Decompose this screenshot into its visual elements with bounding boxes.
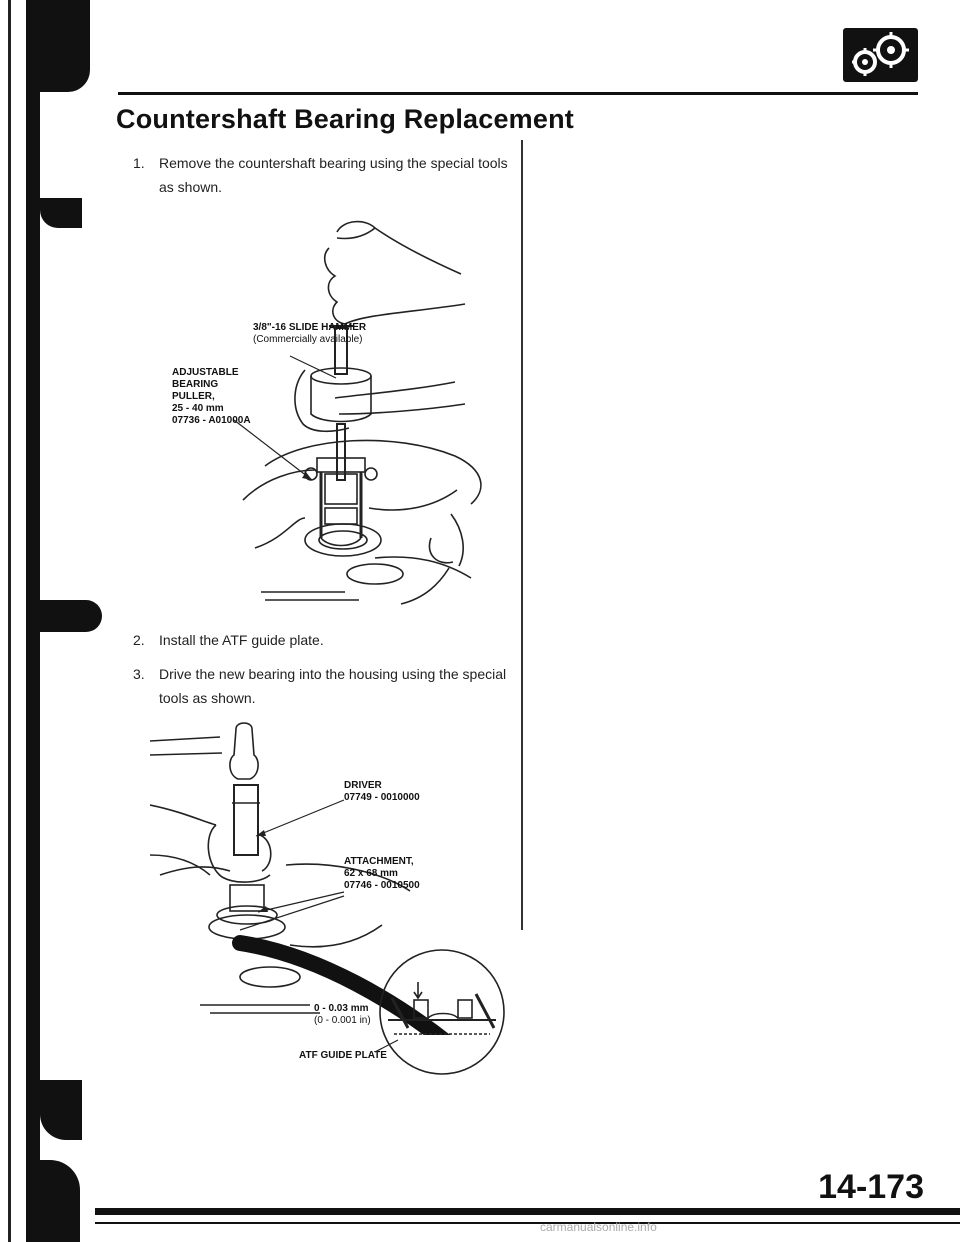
column-rule [521, 140, 523, 930]
attachment-label: ATTACHMENT, 62 x 68 mm 07746 - 0010500 [344, 856, 420, 892]
footer-rule-thin [95, 1222, 960, 1224]
page-title: Countershaft Bearing Replacement [116, 104, 574, 134]
spine-notch [40, 198, 82, 228]
attachment-size: 62 x 68 mm [344, 868, 398, 879]
driver-part-number: 07749 - 0010000 [344, 792, 420, 803]
figure-bearing-removal [225, 218, 525, 610]
clearance-imperial: (0 - 0.001 in) [314, 1015, 371, 1026]
footer-rule [95, 1208, 960, 1215]
binding-edge-thin [8, 0, 11, 1242]
bearing-puller-part-number: 07736 - A01000A [172, 415, 251, 426]
binding-edge [26, 0, 40, 1242]
spine-notch [40, 600, 102, 632]
driver-name: DRIVER [344, 780, 382, 791]
step-text: Remove the countershaft bearing using th… [159, 155, 508, 195]
step-3: 3. Drive the new bearing into the housin… [133, 662, 519, 710]
slide-hammer-note: (Commercially available) [253, 334, 363, 345]
step-number: 1. [133, 155, 145, 171]
spine-notch [40, 1080, 82, 1140]
slide-hammer-label: 3/8"-16 SLIDE HAMMER (Commercially avail… [253, 322, 366, 346]
bearing-puller-name-line3: PULLER, [172, 391, 215, 402]
header-divider [118, 92, 918, 95]
step-number: 2. [133, 632, 145, 648]
step-text: Drive the new bearing into the housing u… [159, 666, 507, 706]
step-text: Install the ATF guide plate. [159, 632, 324, 648]
step-number: 3. [133, 666, 145, 682]
gear-transmission-icon [843, 28, 918, 82]
detail-inset-clearance [378, 948, 506, 1076]
watermark: carmanualsonline.info [540, 1220, 657, 1234]
clearance-label: 0 - 0.03 mm (0 - 0.001 in) [314, 1003, 371, 1027]
bearing-puller-label: ADJUSTABLE BEARING PULLER, 25 - 40 mm 07… [172, 367, 251, 427]
spine-notch [40, 0, 90, 92]
clearance-metric: 0 - 0.03 mm [314, 1003, 369, 1014]
step-2: 2. Install the ATF guide plate. [133, 628, 519, 652]
bearing-puller-size: 25 - 40 mm [172, 403, 224, 414]
bearing-puller-name-line2: BEARING [172, 379, 219, 390]
bearing-puller-name-line1: ADJUSTABLE [172, 367, 239, 378]
spine-notch [40, 1160, 80, 1242]
driver-label: DRIVER 07749 - 0010000 [344, 780, 420, 804]
page-number: 14-173 [818, 1168, 924, 1206]
slide-hammer-name: 3/8"-16 SLIDE HAMMER [253, 322, 367, 333]
step-1: 1. Remove the countershaft bearing using… [133, 151, 519, 199]
attachment-name: ATTACHMENT, [344, 856, 414, 867]
attachment-part-number: 07746 - 0010500 [344, 880, 420, 891]
atf-guide-plate-label: ATF GUIDE PLATE [299, 1050, 387, 1061]
figure-bearing-installation [149, 715, 520, 1053]
